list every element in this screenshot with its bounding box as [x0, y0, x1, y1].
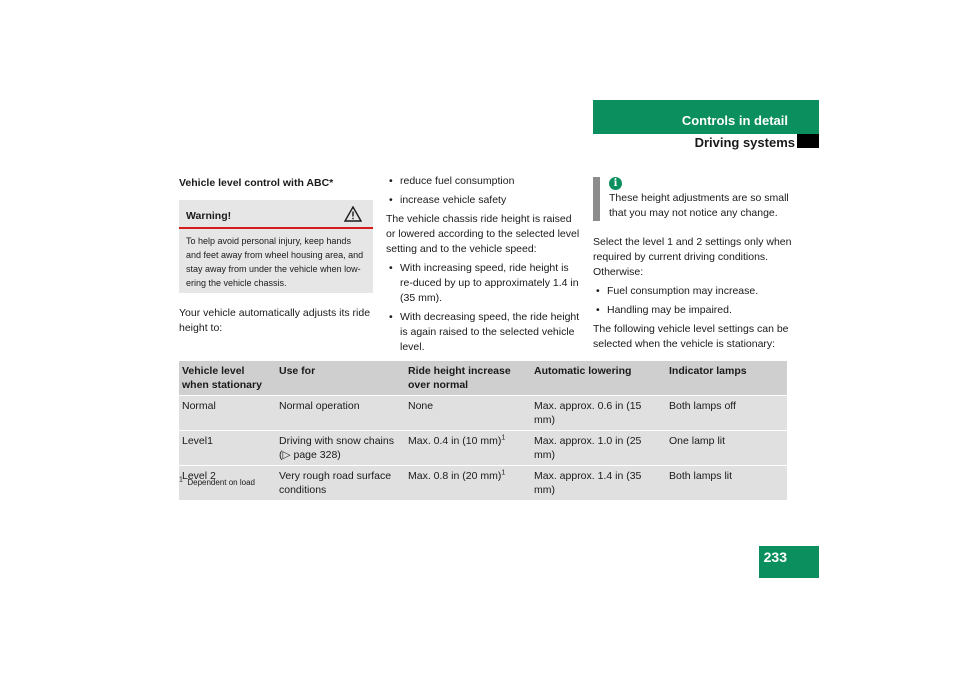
chapter-header: Controls in detail	[593, 100, 819, 134]
table-cell: Normal	[179, 396, 276, 430]
section-heading: Vehicle level control with ABC*	[179, 177, 334, 189]
column-header: Ride height increase over normal	[405, 361, 531, 395]
table-cell: Max. approx. 1.4 in (35 mm)	[531, 466, 666, 500]
info-text: These height adjustments are so small th…	[609, 192, 789, 219]
header-marker	[797, 134, 819, 148]
table-cell: None	[405, 396, 531, 430]
table-cell: Normal operation	[276, 396, 405, 430]
section-title: Driving systems	[694, 135, 795, 150]
table-row: Level 2 Very rough road surface conditio…	[179, 466, 787, 500]
table-cell: Max. approx. 0.6 in (15 mm)	[531, 396, 666, 430]
table-cell: Level1	[179, 431, 276, 465]
level-paragraph: Select the level 1 and 2 settings only w…	[593, 236, 792, 278]
table-row: Normal Normal operation None Max. approx…	[179, 396, 787, 430]
table-header-row: Vehicle level when stationary Use for Ri…	[179, 361, 787, 395]
table-cell: Both lamps off	[666, 396, 787, 430]
list-item: •Handling may be impaired.	[596, 304, 732, 316]
level-settings-table: Vehicle level when stationary Use for Ri…	[179, 360, 787, 501]
table-cell: Both lamps lit	[666, 466, 787, 500]
list-item: •increase vehicle safety	[389, 194, 507, 206]
column-header: Vehicle level when stationary	[179, 361, 276, 395]
table-cell: Max. 0.4 in (10 mm)1	[405, 431, 531, 465]
column-header: Use for	[276, 361, 405, 395]
info-icon: i	[609, 177, 622, 190]
column-header: Automatic lowering	[531, 361, 666, 395]
table-cell: Max. 0.8 in (20 mm)1	[405, 466, 531, 500]
speed-paragraph: The vehicle chassis ride height is raise…	[386, 213, 580, 255]
warning-triangle-icon	[344, 206, 362, 222]
middle-column: •reduce fuel consumption •increase vehic…	[386, 174, 582, 355]
right-column: Select the level 1 and 2 settings only w…	[593, 235, 793, 352]
table-cell: Very rough road surface conditions	[276, 466, 405, 500]
list-item: •reduce fuel consumption	[389, 175, 515, 187]
table-cell: Level 2	[179, 466, 276, 500]
page-number: 233	[759, 546, 819, 578]
info-bar	[593, 177, 600, 221]
table-row: Level1 Driving with snow chains (▷ page …	[179, 431, 787, 465]
intro-text: Your vehicle automatically adjusts its r…	[179, 307, 371, 334]
warning-box: Warning! To help avoid personal injury, …	[179, 200, 373, 293]
warning-header: Warning!	[179, 200, 373, 229]
list-item: •With decreasing speed, the ride height …	[389, 311, 580, 353]
table-cell: Max. approx. 1.0 in (25 mm)	[531, 431, 666, 465]
list-item: •With increasing speed, ride height is r…	[389, 262, 579, 304]
warning-label: Warning!	[186, 210, 232, 222]
settings-paragraph: The following vehicle level settings can…	[593, 323, 789, 350]
warning-text: To help avoid personal injury, keep hand…	[186, 236, 364, 288]
column-header: Indicator lamps	[666, 361, 787, 395]
table-footnote: 1 Dependent on load	[179, 476, 255, 487]
list-item: •Fuel consumption may increase.	[596, 285, 759, 297]
table-cell: One lamp lit	[666, 431, 787, 465]
table-cell: Driving with snow chains (▷ page 328)	[276, 431, 405, 465]
chapter-title: Controls in detail	[681, 113, 788, 128]
